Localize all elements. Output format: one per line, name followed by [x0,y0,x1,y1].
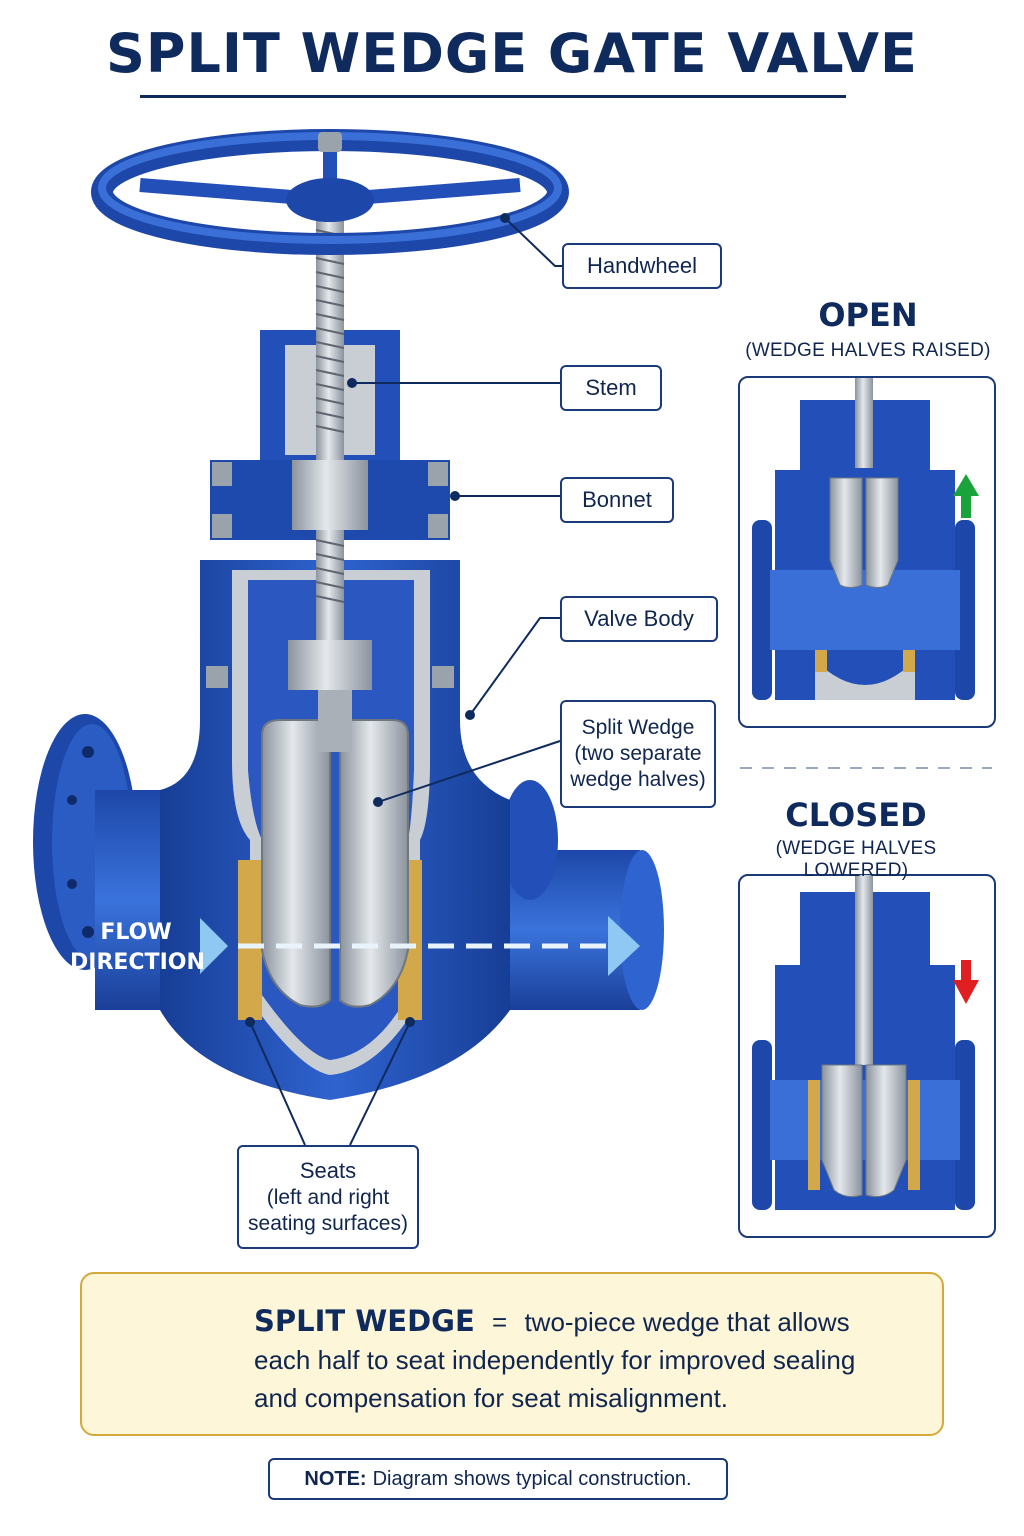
stem [316,215,344,685]
flow-arrow-inlet-icon [200,918,228,974]
open-state-title: OPEN [818,296,918,334]
open-state-subtitle: (WEDGE HALVES RAISED) [745,340,991,361]
split-wedge-line-3: wedge halves) [570,768,706,792]
closed-valve-mini-diagram [752,875,975,1210]
left-seat [238,860,262,1020]
down-arrow [953,960,979,1004]
note-label: NOTE: [304,1467,367,1490]
seats-line-3: seating surfaces) [248,1211,408,1235]
split-wedge-line-1: Split Wedge [581,715,695,739]
leader-dots [245,213,510,1027]
wedge-half-left [261,719,331,1008]
handwheel-graphic [91,129,569,255]
bonnet-bolts [206,462,454,688]
callout-handwheel: Handwheel [562,243,722,289]
seats-line-1: Seats [299,1158,357,1183]
right-flange [502,780,558,900]
callout-stem: Stem [560,365,662,411]
closed-state-subtitle: (WEDGE HALVES LOWERED) [775,838,937,881]
closed-state-title: CLOSED [785,796,927,834]
title-underline [140,95,846,98]
wedge-connector [318,690,352,752]
callout-bonnet: Bonnet [560,477,674,523]
outlet-opening [620,850,664,1010]
up-arrow [953,474,979,518]
definition-box: SPLIT WEDGE = two-piece wedge that allow… [80,1272,944,1436]
page-title: SPLIT WEDGE GATE VALVE [106,22,918,85]
seats-line-2: (left and right [266,1185,390,1209]
split-wedge-line-2: (two separate [574,741,702,765]
definition-term: SPLIT WEDGE [254,1304,475,1338]
packing-gland [292,460,368,530]
wedge-half-right [339,719,409,1008]
definition-equals: = [492,1307,508,1337]
flow-arrow-outlet-icon [608,916,640,976]
flow-label-line-2: DIRECTION [70,950,205,975]
callout-split-wedge: Split Wedge (two separate wedge halves) [560,700,716,808]
definition-text: SPLIT WEDGE = two-piece wedge that allow… [254,1302,894,1417]
note-text: Diagram shows typical construction. [372,1467,692,1490]
leader-lines [249,217,562,1146]
note-box: NOTE: Diagram shows typical construction… [268,1458,728,1500]
open-valve-mini-diagram [752,378,975,700]
callout-seats: Seats (left and right seating surfaces) [237,1145,419,1249]
definition-body: two-piece wedge that allows each half to… [254,1307,856,1413]
stem-nut [288,640,372,690]
flow-label-line-1: FLOW [100,920,172,945]
flow-direction-label: FLOW DIRECTION [70,918,205,978]
callout-valve-body: Valve Body [560,596,718,642]
